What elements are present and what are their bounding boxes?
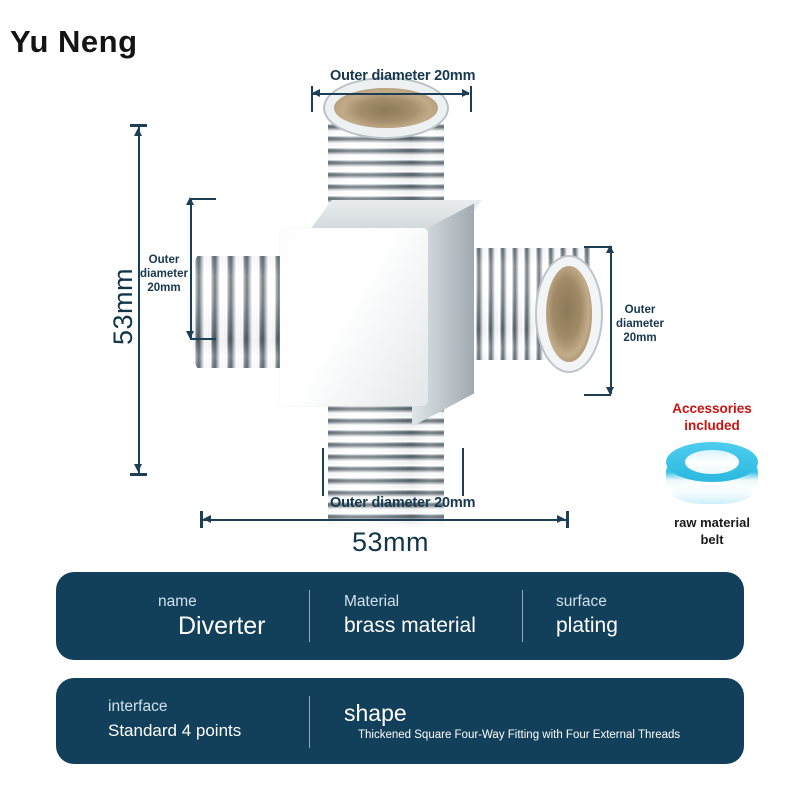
spec-value-shape: Thickened Square Four-Way Fitting with F… bbox=[358, 728, 681, 741]
spec-label-surface: surface bbox=[556, 593, 607, 610]
dimension-label-left: Outer diameter 20mm bbox=[140, 254, 188, 294]
spec-cell-name: name Diverter bbox=[108, 572, 338, 660]
cap-height-top bbox=[130, 124, 147, 127]
dimension-label-top: Outer diameter 20mm bbox=[330, 68, 476, 84]
extension-line-bottom-left bbox=[322, 448, 324, 496]
spec-value-name: Diverter bbox=[178, 612, 266, 640]
accessory-caption-line1: raw material bbox=[674, 515, 750, 530]
spec-label-shape: shape bbox=[344, 699, 407, 726]
extension-line-left-bottom bbox=[190, 338, 216, 340]
dimension-label-right: Outer diameter 20mm bbox=[616, 304, 664, 344]
accessory-caption-line2: belt bbox=[700, 532, 724, 547]
arrow-left-up bbox=[186, 197, 194, 205]
arrow-right-up bbox=[606, 245, 614, 253]
spec-divider-1 bbox=[309, 590, 311, 642]
spec-cell-shape: shape Thickened Square Four-Way Fitting … bbox=[344, 678, 724, 764]
spec-panel-row2: interface Standard 4 points shape Thicke… bbox=[56, 678, 744, 764]
extension-line-top-right bbox=[470, 86, 472, 112]
arrow-height-up bbox=[134, 128, 142, 136]
spec-divider-2 bbox=[522, 590, 524, 642]
spec-label-name: name bbox=[158, 593, 197, 610]
spec-panel-row1: name Diverter Material brass material su… bbox=[56, 572, 744, 660]
arrow-top-left bbox=[312, 89, 320, 97]
dimension-line-width bbox=[202, 519, 568, 521]
arrow-top-right bbox=[462, 89, 470, 97]
threaded-arm-bottom bbox=[328, 404, 444, 526]
arrow-left-down bbox=[186, 331, 194, 339]
spec-value-interface: Standard 4 points bbox=[108, 721, 242, 740]
arrow-height-down bbox=[134, 464, 142, 472]
spec-cell-interface: interface Standard 4 points bbox=[108, 678, 308, 764]
dimension-line-right bbox=[610, 246, 612, 394]
accessory-block: Accessories included raw material belt bbox=[648, 400, 776, 560]
arrow-right-down bbox=[606, 387, 614, 395]
accessory-title-line2: included bbox=[684, 418, 740, 433]
extension-line-top-left bbox=[311, 86, 313, 112]
dimension-line-top bbox=[313, 93, 469, 95]
extension-line-left-top bbox=[190, 198, 216, 200]
spec-label-material: Material bbox=[344, 593, 400, 610]
tape-edge bbox=[672, 482, 752, 504]
extension-line-bottom-right bbox=[462, 448, 464, 496]
dimension-line-height bbox=[138, 126, 140, 474]
accessory-title-line1: Accessories bbox=[672, 401, 752, 416]
arrow-width-left bbox=[203, 515, 211, 523]
extension-line-right-top bbox=[584, 246, 611, 248]
dimension-line-left bbox=[190, 198, 192, 338]
dimension-label-height: 53mm bbox=[108, 267, 138, 345]
cap-width-left bbox=[200, 511, 203, 528]
cap-height-bottom bbox=[130, 473, 147, 476]
spec-value-material: brass material bbox=[344, 614, 476, 637]
tape-inner-hole bbox=[685, 450, 739, 474]
product-photo bbox=[150, 60, 630, 540]
spec-divider-3 bbox=[309, 696, 311, 748]
ptfe-tape-icon bbox=[666, 442, 758, 508]
brass-bore-right bbox=[546, 266, 592, 362]
spec-label-interface: interface bbox=[108, 698, 168, 715]
dimension-label-width: 53mm bbox=[352, 527, 430, 557]
extension-line-right-bottom bbox=[584, 394, 611, 396]
brass-bore-top bbox=[334, 88, 438, 128]
arrow-width-right bbox=[557, 515, 565, 523]
brand-name: Yu Neng bbox=[10, 24, 138, 59]
dimension-label-bottom: Outer diameter 20mm bbox=[330, 495, 476, 511]
cap-width-right bbox=[566, 511, 569, 528]
spec-cell-material: Material brass material bbox=[344, 572, 554, 660]
cube-front-face bbox=[280, 228, 428, 406]
spec-cell-surface: surface plating bbox=[556, 572, 736, 660]
spec-value-surface: plating bbox=[556, 614, 618, 637]
